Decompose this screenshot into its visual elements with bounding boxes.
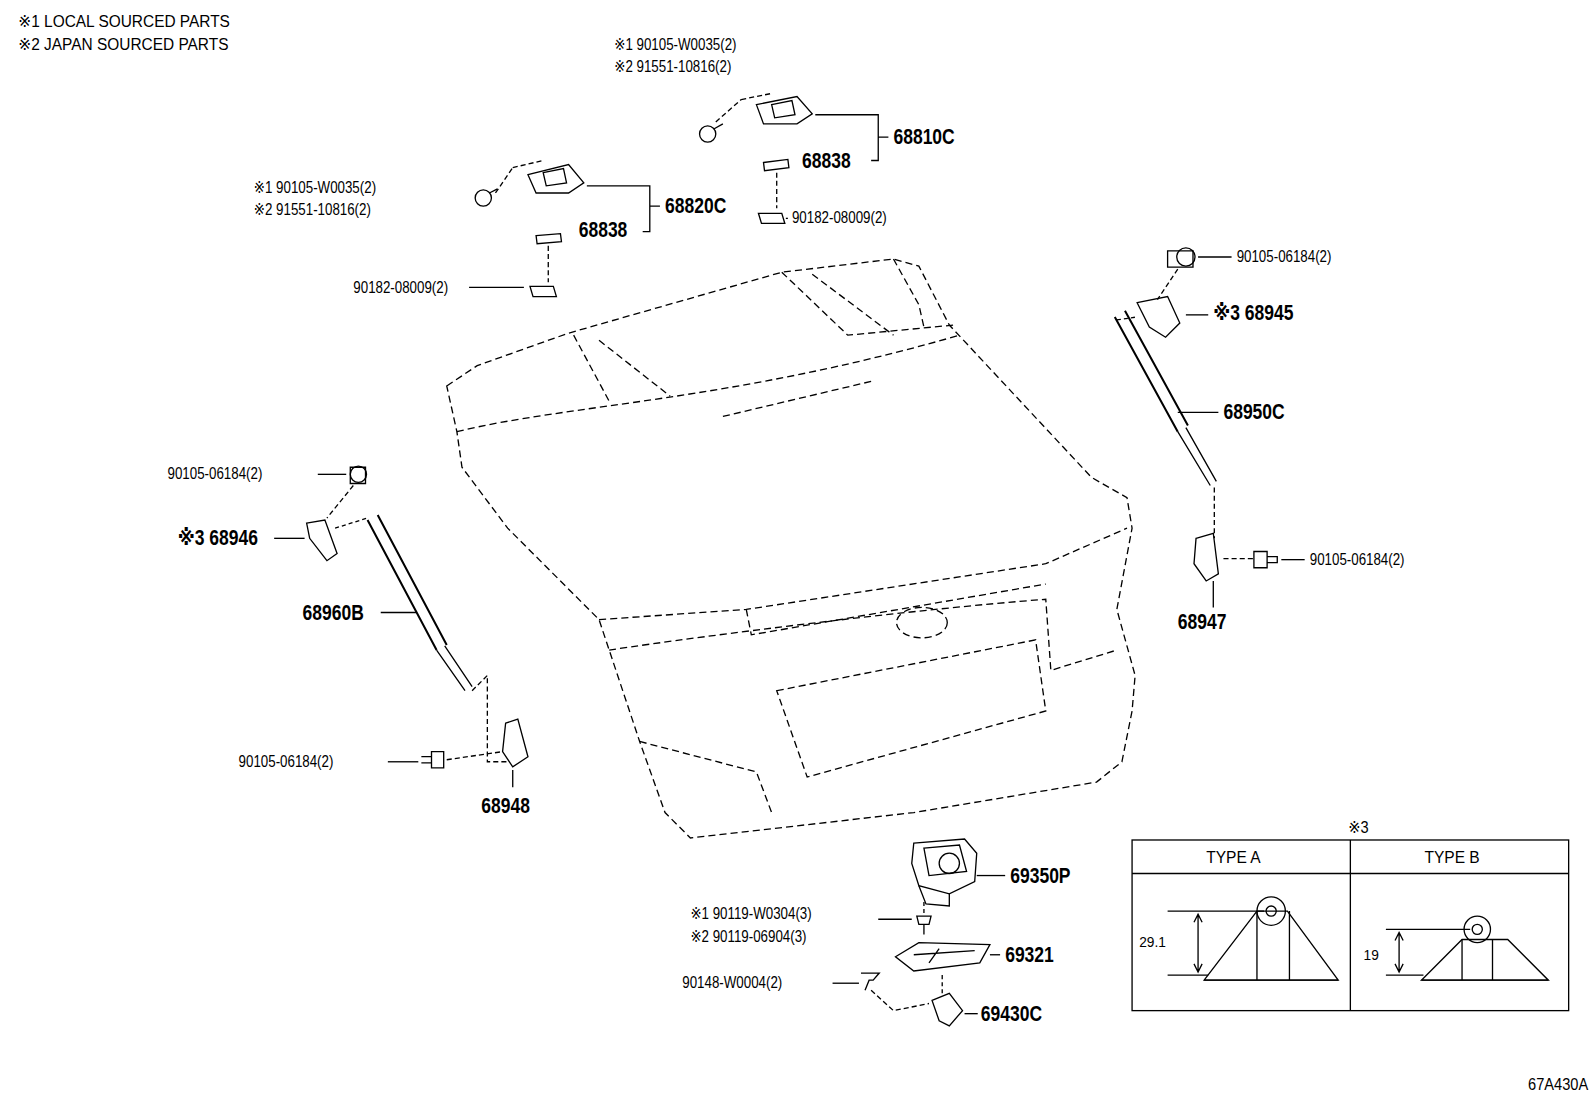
callout-label: 19 (1364, 946, 1379, 964)
callout-label: ※1 90105-W0035(2) (614, 35, 736, 54)
part-number: 68810C (893, 124, 954, 150)
callout-label: 90105-06184(2) (239, 752, 334, 771)
part-number: 69350P (1010, 863, 1070, 889)
part-number: 69430C (981, 1001, 1042, 1027)
part-number: 68947 (1178, 609, 1227, 635)
callout-label: ※1 LOCAL SOURCED PARTS (18, 13, 230, 32)
part-number: 68820C (665, 193, 726, 219)
part-number: 68838 (579, 217, 628, 243)
callout-label: 90148-W0004(2) (682, 973, 782, 992)
callout-label: 90182-08009(2) (792, 209, 887, 228)
callout-label: 90105-06184(2) (1237, 247, 1332, 266)
part-number: ※3 68946 (178, 526, 258, 552)
callout-label: 29.1 (1139, 932, 1166, 950)
part-number: 68950C (1223, 400, 1284, 426)
callout-label: TYPE B (1424, 848, 1479, 869)
callout-label: TYPE A (1206, 848, 1260, 869)
callout-label: ※2 90119-06904(3) (690, 927, 806, 946)
callout-label: 67A430A (1528, 1075, 1588, 1094)
part-number: 68948 (481, 793, 530, 819)
part-number: 68960B (303, 600, 364, 626)
callout-label: 90105-06184(2) (1310, 550, 1405, 569)
part-number: 68838 (802, 148, 851, 174)
callout-label: ※2 91551-10816(2) (614, 57, 731, 76)
callout-label: ※2 91551-10816(2) (254, 200, 371, 219)
callout-label: ※2 JAPAN SOURCED PARTS (18, 35, 228, 54)
part-number: ※3 68945 (1213, 300, 1293, 326)
callout-label: ※1 90105-W0035(2) (254, 178, 376, 197)
callout-label: 90182-08009(2) (353, 278, 448, 297)
part-number: 69321 (1005, 942, 1054, 968)
callout-label: ※1 90119-W0304(3) (690, 904, 811, 923)
callout-label: ※3 (1348, 818, 1368, 837)
callout-label: 90105-06184(2) (168, 465, 263, 484)
